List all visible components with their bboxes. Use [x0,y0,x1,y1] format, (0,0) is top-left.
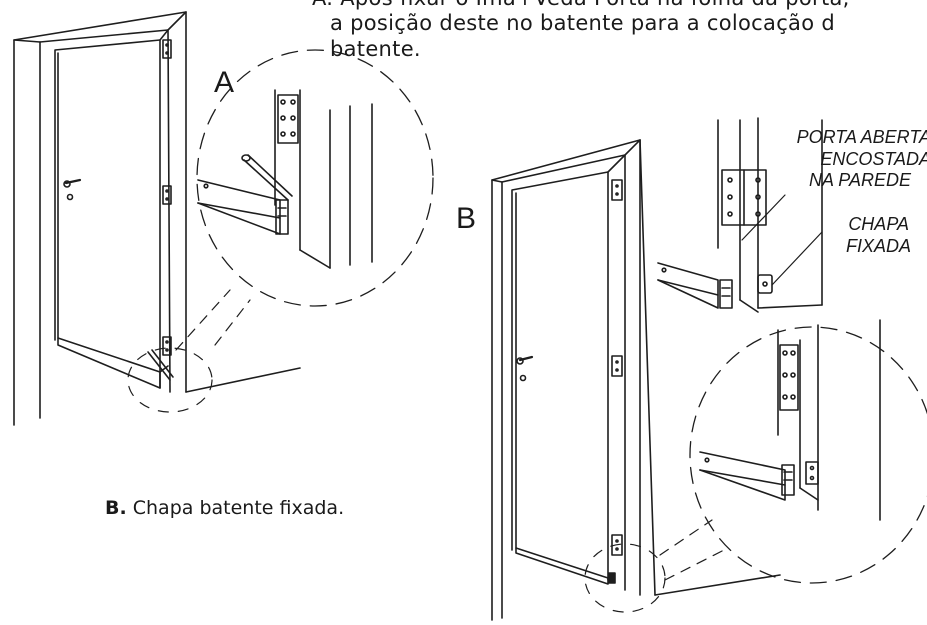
callout-porta-aberta-2: ENCOSTADA [820,149,927,169]
detail-circle-a [127,49,434,413]
figure-label-b: B [456,202,477,235]
caption-b-prefix: B. [105,497,127,519]
detail-b-zoom [699,319,881,521]
caption-b: B. Chapa batente fixada. [105,497,344,519]
figure-label-a: A [214,66,235,99]
callout-porta-aberta-1: PORTA ABERTA [796,127,927,147]
instruction-line-1: A. Após fixar o Imã+Veda Porta na folha … [312,0,850,10]
instruction-line-2: a posição deste no batente para a coloca… [330,11,835,35]
detail-b-top [657,117,823,313]
door-a-drawing [13,11,301,426]
callout-porta-aberta-3: NA PAREDE [808,170,911,190]
callout-chapa-1: CHAPA [848,214,909,234]
detail-a-zoom [197,89,373,269]
caption-b-text: Chapa batente fixada. [132,497,345,519]
instruction-line-3: batente. [330,37,421,61]
detail-circle-b [584,326,927,613]
door-b-drawing [491,139,781,621]
callout-chapa-2: FIXADA [845,236,911,256]
